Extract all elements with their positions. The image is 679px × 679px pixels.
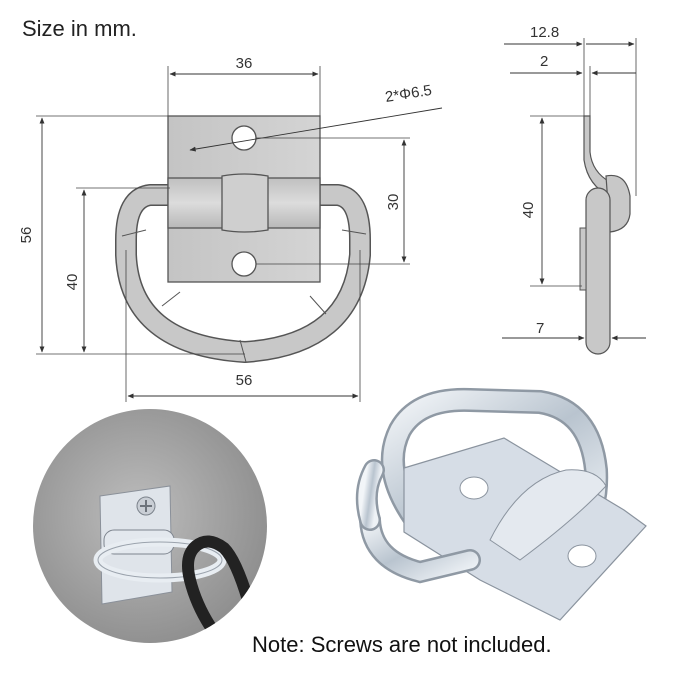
- dim-side-ring-height: 40: [520, 202, 537, 219]
- mounting-hole-bottom: [231, 251, 257, 277]
- dim-ring-width: 56: [236, 372, 253, 389]
- dim-ring-height: 40: [64, 274, 81, 291]
- d-ring-side: [585, 187, 611, 355]
- side-view: 12.8 2 40 7: [502, 24, 646, 355]
- installed-photo: [33, 409, 267, 643]
- dim-overall-depth: 12.8: [530, 24, 559, 41]
- hole-leader: [189, 107, 443, 152]
- front-view: 36 2*Φ6.5 30 56 40 56: [18, 55, 443, 402]
- dim-hole-callout: 2*Φ6.5: [384, 82, 433, 106]
- footer-note: Note: Screws are not included.: [252, 632, 552, 657]
- dim-overall-height: 56: [18, 227, 35, 244]
- mounting-hole-top: [231, 125, 257, 151]
- product-photo: [355, 387, 647, 621]
- dim-plate-thickness: 2: [540, 53, 548, 70]
- dim-hole-spacing: 30: [385, 194, 402, 211]
- size-unit-label: Size in mm.: [22, 16, 137, 41]
- dim-width-top: 36: [236, 55, 253, 72]
- dim-ring-thickness: 7: [536, 320, 544, 337]
